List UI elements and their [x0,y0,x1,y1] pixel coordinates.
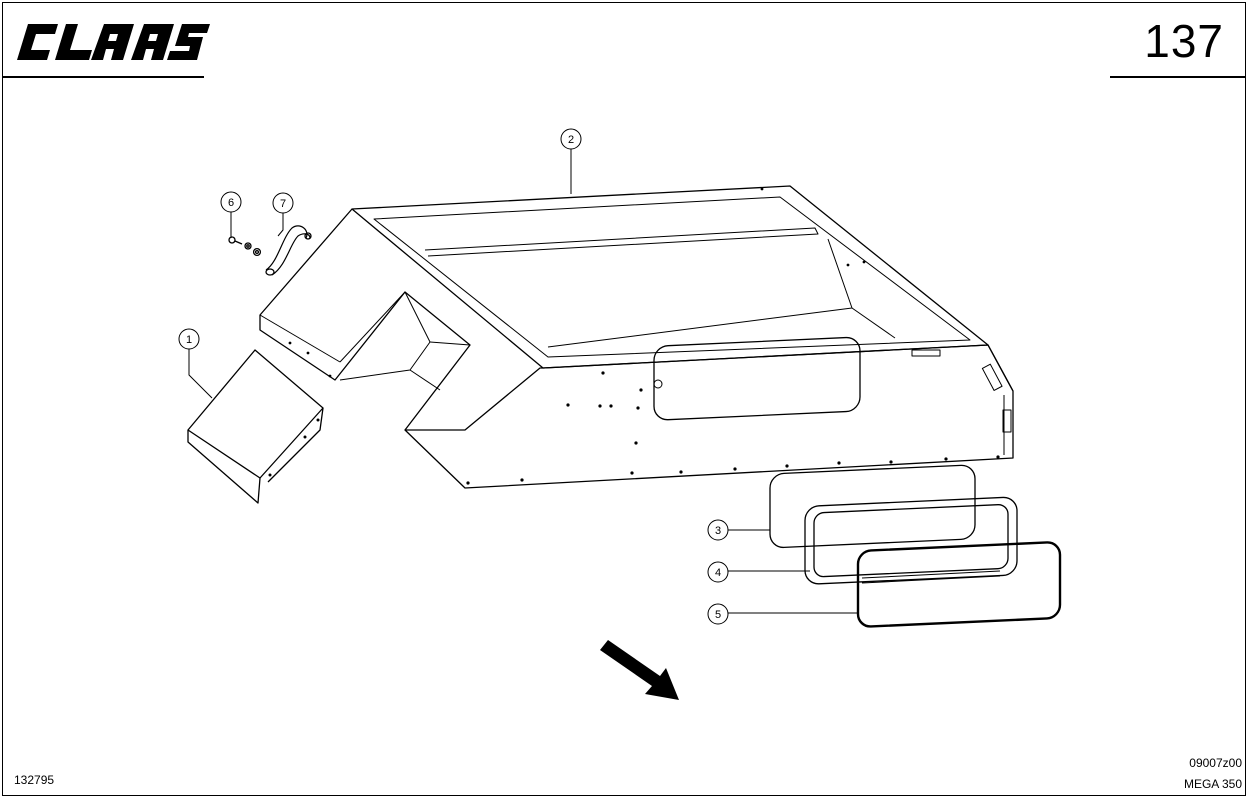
callout-4 [707,561,729,583]
callout-label-1: 1 [186,334,192,346]
model-name: MEGA 350 [1183,777,1242,791]
callout-2 [560,128,582,150]
drawing-number: 132795 [14,773,55,787]
callout-label-2: 2 [568,134,574,146]
page-number: 137 [1144,15,1224,67]
housing-drawing [259,185,1014,489]
callout-label-3: 3 [715,525,721,537]
claas-logo [17,24,210,60]
callout-7 [272,192,294,214]
callout-label-6: 6 [228,197,234,209]
housing-cavity-panel [547,238,853,348]
callout-label-5: 5 [715,609,721,621]
window-seal-part-5 [856,541,1062,628]
callout-label-4: 4 [715,567,721,579]
callout-label-7: 7 [280,198,286,210]
leader-lines [188,148,858,614]
housing-left-body [259,208,471,431]
screw-drawing [228,236,262,257]
callout-5 [707,603,729,625]
header-rule-left [2,76,204,78]
header-rule-right [1110,76,1246,78]
handle-drawing [265,225,312,276]
housing-window-cutout [653,336,861,421]
housing-end-face [987,344,1014,392]
callout-balloons [178,128,729,625]
housing-crossbar [424,227,819,257]
callout-6 [220,191,242,213]
sheet-code: 09007z00 [1189,756,1242,770]
callout-3 [707,519,729,541]
cover-plate-drawing [187,349,324,504]
window-frame-part-4 [804,496,1018,585]
window-pane-part-3 [769,464,976,549]
housing-top-inner [373,196,971,358]
direction-arrow-icon [600,640,679,700]
callout-1 [178,328,200,350]
